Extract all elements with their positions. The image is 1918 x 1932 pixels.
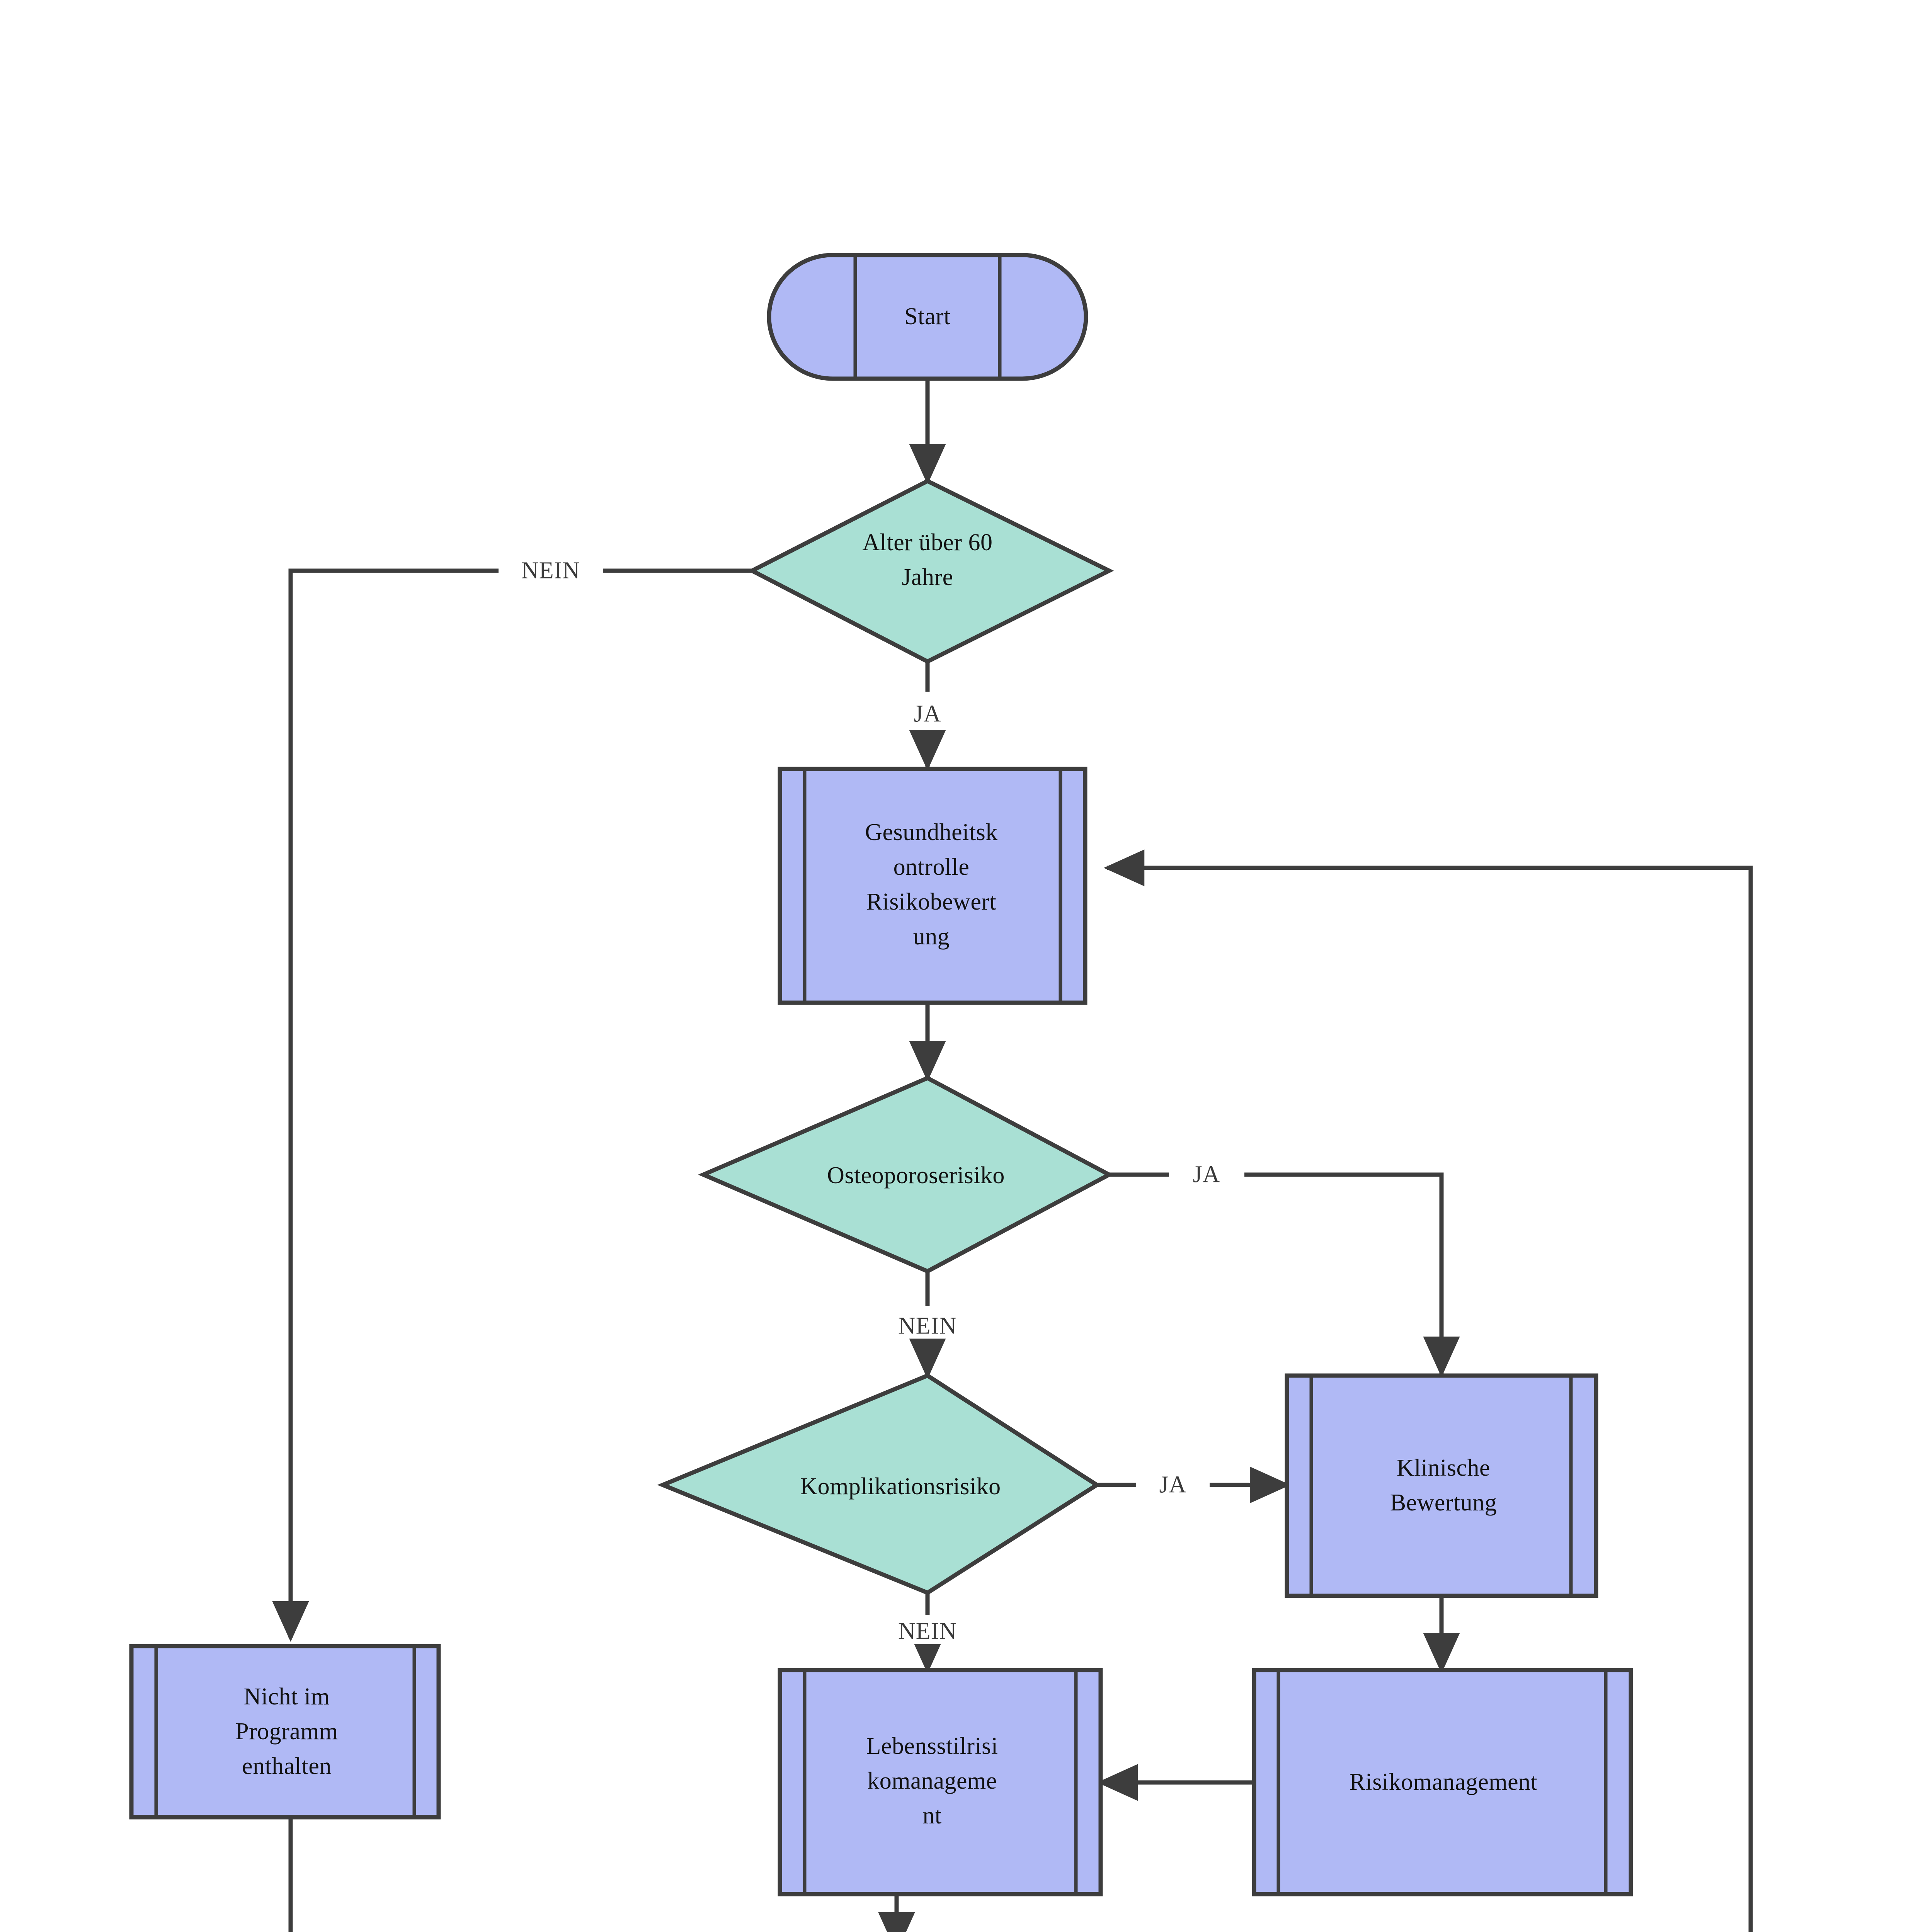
node-risiko[interactable] xyxy=(1252,1668,1633,1896)
edge-nichtim-ende xyxy=(288,1817,293,1932)
edge-label-komplikation-ja: JA xyxy=(1155,1472,1191,1498)
node-komplikation[interactable] xyxy=(657,1373,1101,1595)
komplikation-decision-shape xyxy=(657,1373,1101,1595)
start-terminator-shape xyxy=(767,253,1088,381)
edge-verbleibend-ja-b xyxy=(1103,849,1753,1932)
osteo-decision-shape xyxy=(698,1075,1114,1274)
edge-label-osteo-nein: NEIN xyxy=(894,1313,961,1339)
klinische-process-shape xyxy=(1285,1373,1598,1598)
node-alter[interactable] xyxy=(747,478,1114,664)
node-layer xyxy=(129,253,1633,1896)
connector-layer xyxy=(272,379,1753,1932)
node-klinische[interactable] xyxy=(1285,1373,1598,1598)
edge-alter-nein-b xyxy=(272,568,499,1642)
node-lebensstil[interactable] xyxy=(778,1668,1103,1896)
edge-osteo-ja-b xyxy=(1244,1172,1460,1378)
nichtim-process-shape xyxy=(129,1644,441,1820)
edge-label-osteo-ja: JA xyxy=(1189,1162,1224,1187)
node-gesundheit[interactable] xyxy=(778,767,1087,1005)
lebensstil-process-shape xyxy=(778,1668,1103,1896)
node-nichtim[interactable] xyxy=(129,1644,441,1820)
risiko-process-shape xyxy=(1252,1668,1633,1896)
node-osteo[interactable] xyxy=(698,1075,1114,1274)
gesundheit-process-shape xyxy=(778,767,1087,1005)
edge-label-komplikation-nein: NEIN xyxy=(894,1619,961,1644)
edge-label-alter-ja: JA xyxy=(910,701,945,727)
node-start[interactable] xyxy=(767,253,1088,381)
edge-label-alter-nein: NEIN xyxy=(517,558,584,583)
alter-decision-shape xyxy=(747,478,1114,664)
